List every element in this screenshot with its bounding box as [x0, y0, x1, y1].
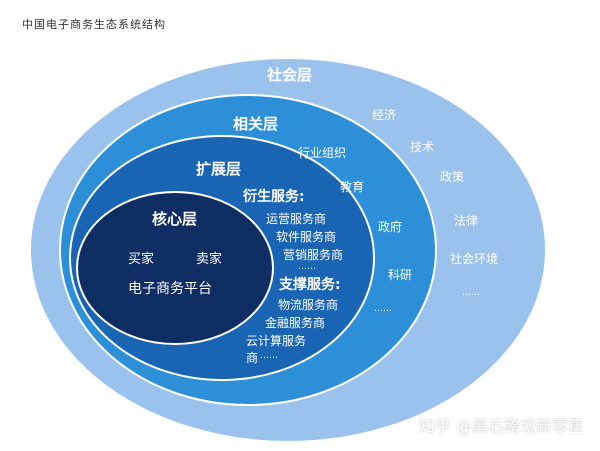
- related-item-research: 科研: [388, 268, 413, 282]
- core-layer-title: 核心层: [152, 210, 198, 228]
- related-item-industry-org: 行业组织: [298, 146, 347, 160]
- related-layer-title: 相关层: [233, 115, 279, 133]
- core-platform-label: 电子商务平台: [128, 281, 212, 297]
- derivative-item-software: 软件服务商: [276, 230, 337, 244]
- support-item-cloud-suffix: 商: [246, 351, 259, 365]
- related-item-more: ……: [374, 304, 392, 314]
- related-item-education: 教育: [340, 180, 365, 194]
- diagram-title: 中国电子商务生态系统结构: [22, 18, 166, 31]
- core-seller-label: 卖家: [196, 252, 223, 267]
- support-services-title: 支撑服务:: [279, 277, 341, 293]
- support-item-logistics: 物流服务商: [278, 298, 339, 312]
- social-item-economy: 经济: [372, 108, 397, 122]
- support-item-cloud: 云计算服务: [246, 334, 307, 348]
- extended-layer-title: 扩展层: [196, 160, 242, 178]
- social-item-law: 法律: [454, 214, 479, 228]
- derivative-services-title: 衍生服务:: [243, 189, 305, 205]
- social-item-policy: 政策: [440, 170, 465, 184]
- social-item-environment: 社会环境: [450, 252, 499, 266]
- core-buyer-label: 买家: [128, 252, 155, 267]
- derivative-item-operation: 运营服务商: [266, 212, 327, 226]
- core-layer-ring: [76, 191, 274, 345]
- social-item-more: ……: [462, 288, 480, 298]
- derivative-item-marketing: 营销服务商: [283, 248, 344, 262]
- watermark-text: 知乎 @黑石跨境新零售: [418, 417, 584, 436]
- derivative-item-more: ……: [298, 262, 316, 272]
- support-item-more: ……: [260, 351, 278, 361]
- social-layer-title: 社会层: [267, 66, 313, 84]
- support-item-finance: 金融服务商: [265, 316, 326, 330]
- social-item-technology: 技术: [410, 140, 435, 154]
- related-item-government: 政府: [378, 220, 403, 234]
